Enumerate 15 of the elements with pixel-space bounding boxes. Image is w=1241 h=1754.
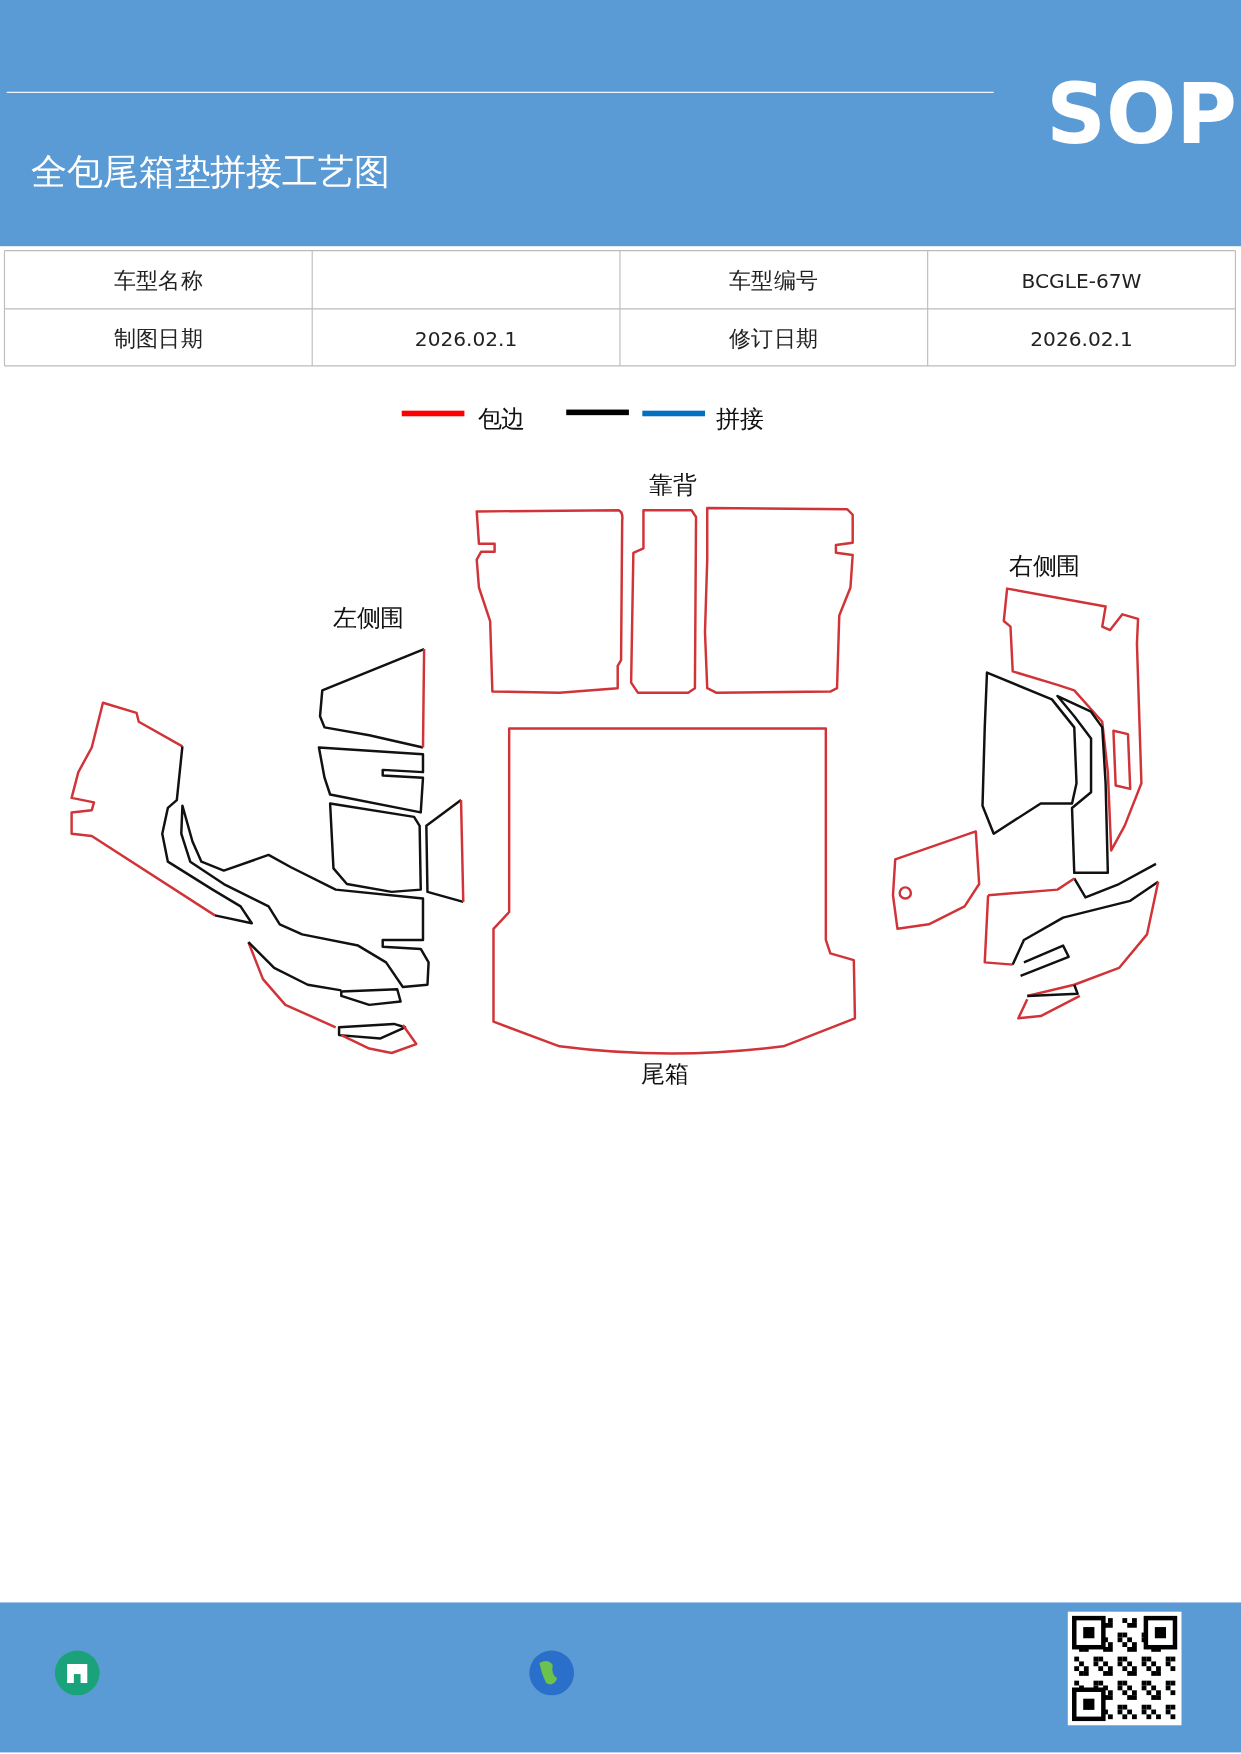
page-title: 全包尾箱垫拼接工艺图 [31, 148, 390, 195]
table-value: 2026.02.1 [1030, 326, 1133, 350]
part-label: 尾箱 [641, 1059, 689, 1090]
part-label: 左侧围 [333, 603, 404, 634]
table-value: 2026.02.1 [414, 326, 518, 350]
part-label: 靠背 [649, 471, 697, 502]
legend-text: 拼接 [716, 405, 764, 436]
legend-text: 包边 [477, 405, 525, 436]
table-header: 车型名称 [113, 264, 204, 295]
part-label: 右侧围 [1009, 551, 1080, 582]
table-value: BCGLE-67W [1021, 268, 1142, 292]
table-header: 制图日期 [113, 322, 204, 353]
table-header: 车型编号 [729, 264, 819, 295]
sop-heading: SOP [1046, 69, 1238, 159]
table-header: 修订日期 [729, 322, 819, 353]
